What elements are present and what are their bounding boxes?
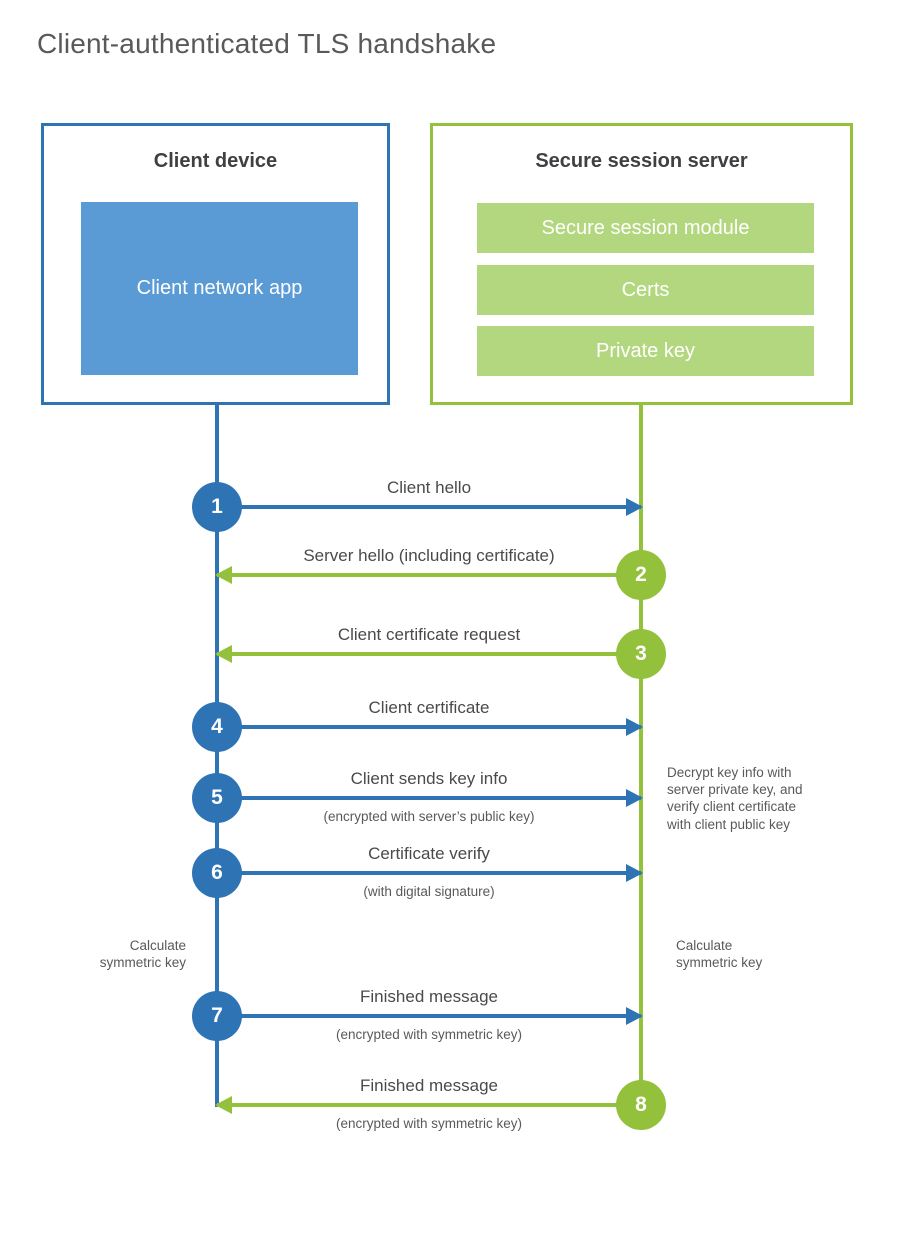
server-module-secure-session: Secure session module	[477, 203, 814, 253]
step-number: 3	[635, 642, 647, 665]
arrowhead-icon	[626, 498, 643, 516]
message-arrow-left	[215, 645, 641, 663]
message-sublabel: (encrypted with symmetric key)	[335, 1116, 523, 1131]
step-number: 4	[211, 715, 223, 738]
server-module-certs: Certs	[477, 265, 814, 315]
arrowhead-icon	[626, 789, 643, 807]
secure-session-server-title: Secure session server	[535, 150, 748, 172]
arrowhead-icon	[626, 718, 643, 736]
message-label: Server hello (including certificate)	[303, 546, 555, 565]
step-circle: 6	[192, 848, 242, 898]
message-sublabel: (encrypted with server’s public key)	[323, 809, 535, 824]
arrowhead-icon	[215, 566, 232, 584]
note-line: server private key, and	[667, 782, 803, 798]
message-arrow-right	[217, 789, 643, 807]
step-number: 5	[211, 786, 223, 809]
step-number: 7	[211, 1004, 223, 1027]
server-lifeline	[639, 405, 643, 1107]
message-label: Client certificate	[368, 698, 490, 717]
arrowhead-icon	[215, 1096, 232, 1114]
message-label: Certificate verify	[368, 844, 490, 863]
step-number: 2	[635, 563, 647, 586]
client-calculate-key-note: Calculate symmetric key	[99, 938, 186, 971]
message-arrow-right	[217, 498, 643, 516]
message-label: Finished message	[360, 987, 498, 1006]
arrowhead-icon	[215, 645, 232, 663]
note-line: verify client certificate	[667, 799, 797, 815]
step-circle: 2	[616, 550, 666, 600]
message-label: Finished message	[360, 1076, 498, 1095]
note-line: with client public key	[667, 816, 791, 832]
message-label: Client sends key info	[350, 769, 508, 788]
message-label: Client hello	[386, 478, 472, 497]
message-sublabel: (encrypted with symmetric key)	[335, 1027, 523, 1042]
client-device-title: Client device	[153, 150, 278, 172]
message-arrow-left	[215, 1096, 641, 1114]
step-circle: 7	[192, 991, 242, 1041]
client-network-app-box: Client network app	[81, 202, 358, 375]
server-module-private-key: Private key	[477, 326, 814, 376]
page-title: Client-authenticated TLS handshake	[37, 28, 497, 59]
server-decrypt-note: Decrypt key info with server private key…	[667, 764, 803, 833]
step-circle: 5	[192, 773, 242, 823]
message-arrow-left	[215, 566, 641, 584]
message-label: Client certificate request	[337, 625, 521, 644]
message-arrow-right	[217, 1007, 643, 1025]
step-number: 6	[211, 861, 223, 884]
server-calculate-key-note: Calculate symmetric key	[676, 938, 763, 971]
message-arrow-right	[217, 864, 643, 882]
arrowhead-icon	[626, 864, 643, 882]
client-device-box: Client device Client network app	[41, 123, 390, 405]
step-circle: 3	[616, 629, 666, 679]
client-lifeline	[215, 405, 219, 1107]
step-circle: 4	[192, 702, 242, 752]
step-number: 1	[211, 495, 223, 518]
note-line: Decrypt key info with	[667, 765, 792, 780]
message-sublabel: (with digital signature)	[363, 884, 495, 899]
client-network-app-label: Client network app	[136, 277, 303, 299]
step-circle: 8	[616, 1080, 666, 1130]
message-arrow-right	[217, 718, 643, 736]
step-number: 8	[635, 1093, 647, 1116]
arrowhead-icon	[626, 1007, 643, 1025]
secure-session-server-box: Secure session server Secure session mod…	[430, 123, 853, 405]
step-circle: 1	[192, 482, 242, 532]
